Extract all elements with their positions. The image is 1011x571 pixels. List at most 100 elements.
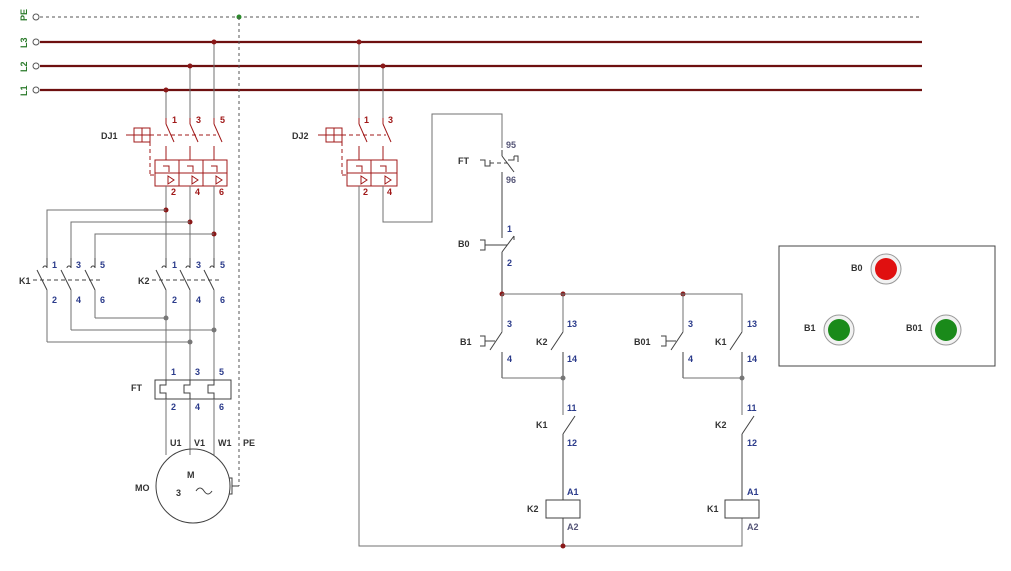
dj1-bot-6: 6 xyxy=(219,187,224,197)
k1-top-3: 3 xyxy=(76,260,81,270)
power-circuit: DJ1 1 3 5 2 4 xyxy=(19,39,255,524)
ft-top-5: 5 xyxy=(219,367,224,377)
k2-bot-4: 4 xyxy=(196,295,201,305)
panel-b0-label: B0 xyxy=(851,263,863,273)
dj2-top-1: 1 xyxy=(364,115,369,125)
b1-button-cap[interactable] xyxy=(828,319,850,341)
b01-contact-4: 4 xyxy=(688,354,693,364)
l1-junction xyxy=(163,87,169,93)
b0-contact-1: 1 xyxy=(507,224,512,234)
b01-button[interactable]: B01 xyxy=(906,314,962,346)
breaker-dj1: DJ1 1 3 5 2 4 xyxy=(101,115,228,197)
l3-label: L3 xyxy=(19,37,29,48)
k2-bot-2: 2 xyxy=(172,295,177,305)
pushbutton-panel: B0 B1 B01 xyxy=(778,245,996,367)
breaker-dj2: DJ2 1 3 2 4 xyxy=(292,115,398,197)
b1-button[interactable]: B1 xyxy=(804,314,855,346)
dj2-bot-4: 4 xyxy=(387,187,392,197)
k1-top-5: 5 xyxy=(100,260,105,270)
ft-bot-2: 2 xyxy=(171,402,176,412)
k1-coil-a1: A1 xyxy=(747,487,759,497)
b0-stop-contact: B0 1 2 xyxy=(458,222,515,294)
b0-button-cap[interactable] xyxy=(875,258,897,280)
motor-m: M xyxy=(187,470,195,480)
k1-coil-label: K1 xyxy=(707,504,719,514)
ft-bot-4: 4 xyxy=(195,402,200,412)
k2-top-3: 3 xyxy=(196,260,201,270)
k2-label: K2 xyxy=(138,276,150,286)
dj2-label: DJ2 xyxy=(292,131,309,141)
b1-label: B1 xyxy=(460,337,472,347)
dj1-bot-2: 2 xyxy=(171,187,176,197)
ft-top-3: 3 xyxy=(195,367,200,377)
motor-mo: U1 V1 W1 PE MO M 3 xyxy=(135,438,255,524)
k2-aux-13: 13 xyxy=(567,319,577,329)
k1-label: K1 xyxy=(19,276,31,286)
dj1-label: DJ1 xyxy=(101,131,118,141)
k2-bot-6: 6 xyxy=(220,295,225,305)
thermal-relay-ft: FT 1 3 5 2 4 6 xyxy=(131,367,232,412)
k1-aux-14: 14 xyxy=(747,354,757,364)
ft-contact-95: 95 xyxy=(506,140,516,150)
l2-label: L2 xyxy=(19,61,29,72)
motor-pe: PE xyxy=(243,438,255,448)
b0-button[interactable]: B0 xyxy=(851,253,902,285)
ft-label: FT xyxy=(131,383,142,393)
dj2-top-3: 3 xyxy=(388,115,393,125)
k1-bot-6: 6 xyxy=(100,295,105,305)
k1-interlock-label: K1 xyxy=(536,420,548,430)
b0-label: B0 xyxy=(458,239,470,249)
b0-contact-2: 2 xyxy=(507,258,512,268)
panel-b01-label: B01 xyxy=(906,323,923,333)
l2-junction xyxy=(187,63,193,69)
ft-bot-6: 6 xyxy=(219,402,224,412)
motor-ac-symbol xyxy=(195,487,213,495)
b1-contact-4: 4 xyxy=(507,354,512,364)
k2-aux-14: 14 xyxy=(567,354,577,364)
b01-label: B01 xyxy=(634,337,651,347)
motor-w1: W1 xyxy=(218,438,232,448)
b1-contact-3: 3 xyxy=(507,319,512,329)
l1-terminal xyxy=(32,86,40,94)
dj2-bot-2: 2 xyxy=(363,187,368,197)
pe-label: PE xyxy=(19,9,29,21)
k1-coil-a2: A2 xyxy=(747,522,759,532)
k2-top-5: 5 xyxy=(220,260,225,270)
k1-top-1: 1 xyxy=(52,260,57,270)
b01-start-contact: B01 3 4 xyxy=(634,319,693,378)
ft-top-1: 1 xyxy=(171,367,176,377)
ft-nc-contact: FT 95 96 xyxy=(458,140,519,222)
dj1-top-1: 1 xyxy=(172,115,177,125)
b01-contact-3: 3 xyxy=(688,319,693,329)
k1-aux-contact: K1 13 14 xyxy=(715,319,757,378)
ft-contact-label: FT xyxy=(458,156,469,166)
k2-interlock-12: 12 xyxy=(747,438,757,448)
motor-u1: U1 xyxy=(170,438,182,448)
control-circuit: DJ2 1 3 2 4 xyxy=(292,39,760,549)
dj1-top-3: 3 xyxy=(196,115,201,125)
k2-interlock-11: 11 xyxy=(747,403,757,413)
motor-v1: V1 xyxy=(194,438,205,448)
k2-coil-a2: A2 xyxy=(567,522,579,532)
k2-coil-a1: A1 xyxy=(567,487,579,497)
panel-b1-label: B1 xyxy=(804,323,816,333)
k2-coil: K2 A1 A2 xyxy=(527,487,581,546)
l1-label: L1 xyxy=(19,85,29,96)
supply-lines: PE L3 L2 L1 xyxy=(19,9,922,96)
l3-junction xyxy=(211,39,217,45)
b01-button-cap[interactable] xyxy=(935,319,957,341)
k1-bot-2: 2 xyxy=(52,295,57,305)
dj1-top-5: 5 xyxy=(220,115,225,125)
k2-interlock-label: K2 xyxy=(715,420,727,430)
k1-coil: K1 A1 A2 xyxy=(707,487,760,532)
contactor-k2: K2 1 3 5 2 4 6 xyxy=(138,258,225,305)
k2-aux-label: K2 xyxy=(536,337,548,347)
k1-aux-label: K1 xyxy=(715,337,727,347)
k2-aux-contact: K2 13 14 xyxy=(536,319,577,378)
k1-interlock-11: 11 xyxy=(567,403,577,413)
ft-contact-96: 96 xyxy=(506,175,516,185)
l3-terminal xyxy=(32,38,40,46)
k1-interlock-contact: K1 11 12 xyxy=(536,403,577,500)
motor-label: MO xyxy=(135,483,150,493)
